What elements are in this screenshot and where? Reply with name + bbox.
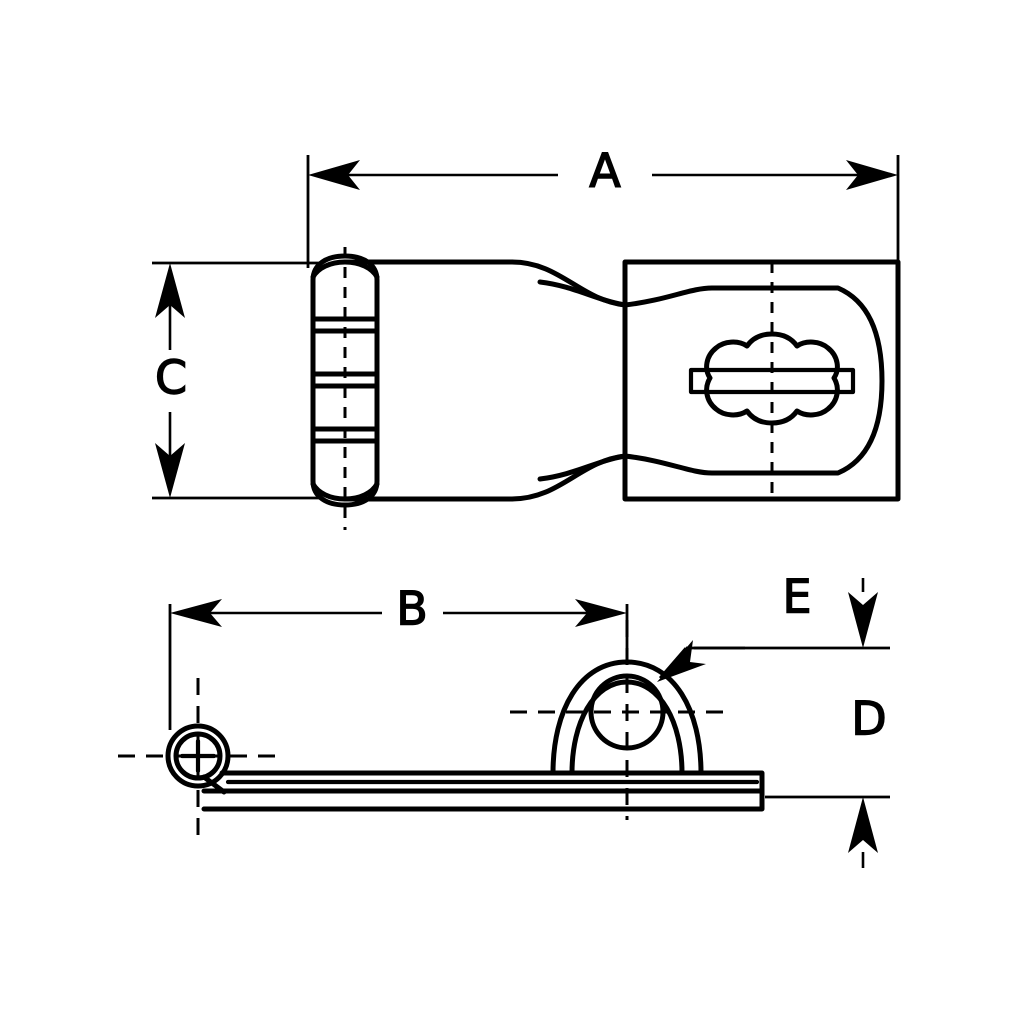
dimension-a-arrow-right	[846, 160, 898, 190]
dimension-e-arrow	[657, 640, 706, 682]
dimension-e-label: E	[782, 570, 811, 624]
hinge-barrel-cap-bottom	[310, 481, 380, 502]
keyhole-opening	[704, 331, 840, 426]
side-staple-loop-outer	[550, 659, 704, 776]
hinge-barrel-outline	[310, 253, 380, 508]
dimension-d-arrow-bottom	[848, 797, 878, 853]
dimension-e-leader: E	[657, 569, 812, 682]
dimension-b-arrow-left	[170, 599, 222, 627]
dimension-b-label: B	[396, 582, 428, 636]
dimension-a: A	[306, 143, 900, 268]
dimension-c: C	[152, 261, 320, 500]
strap-waist-lower-inner	[537, 453, 628, 482]
side-staple-loop-inner	[569, 679, 685, 776]
dimension-c-arrow-bottom	[155, 443, 185, 498]
strap-waist-upper-inner	[537, 279, 628, 308]
side-hinge-pin-circle	[173, 731, 223, 781]
dimension-a-arrow-left	[308, 160, 360, 190]
dimension-b: B	[168, 581, 629, 730]
dimension-d-label: D	[851, 692, 886, 746]
side-staple-hole	[588, 673, 666, 751]
plan-view	[310, 247, 901, 530]
dimension-b-arrow-right	[575, 599, 627, 627]
keyhole-slot	[688, 367, 856, 395]
dimension-c-label: C	[155, 351, 187, 405]
dimension-c-arrow-top	[155, 263, 185, 318]
dimension-d-arrow-top	[848, 592, 878, 648]
staple-plate-outline	[622, 259, 901, 502]
side-base-plate	[201, 788, 765, 812]
side-view	[118, 620, 765, 838]
side-hinge-barrel-outer	[165, 723, 231, 789]
hinge-barrel-cap-top	[310, 259, 380, 280]
staple-plate-inner-profile	[622, 285, 885, 476]
dimension-a-label: A	[589, 144, 621, 198]
dimension-d: D	[694, 578, 890, 868]
